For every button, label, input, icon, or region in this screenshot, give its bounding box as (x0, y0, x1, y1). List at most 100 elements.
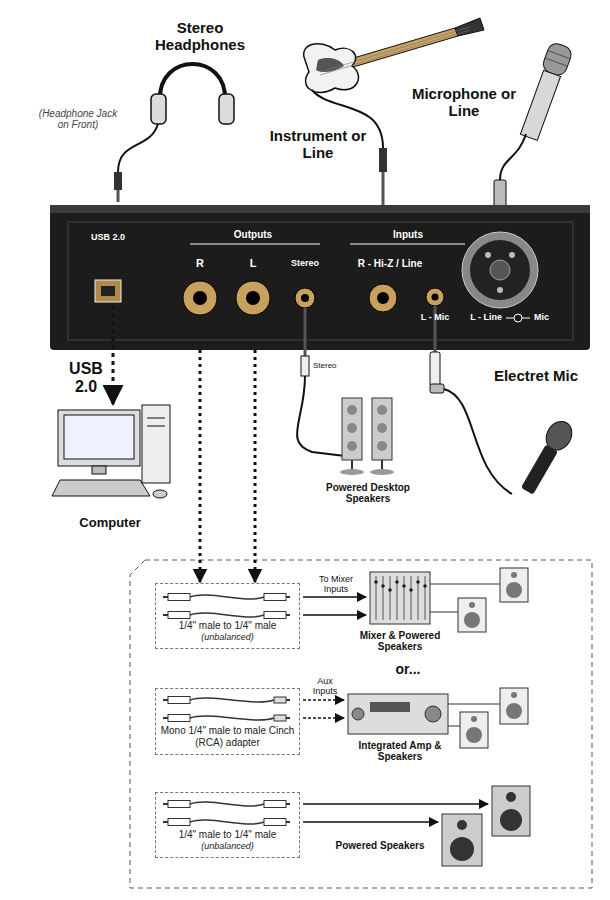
cable-drawing (274, 697, 286, 703)
rear-panel (497, 287, 503, 293)
cable-drawing (168, 715, 190, 722)
caption-label: (Headphone Jack on Front) (36, 108, 120, 130)
bass-guitar (379, 148, 387, 172)
rear-panel (426, 288, 444, 306)
cable-drawing (168, 697, 190, 704)
mixer (425, 576, 426, 620)
stereo-cable (297, 376, 345, 456)
electret-cable (430, 352, 440, 386)
caption-label: Mixer & Powered Speakers (340, 630, 460, 652)
adapter-box: Mono 1/4" male to male Cinch (RCA) adapt… (155, 688, 300, 755)
bass-guitar (304, 44, 359, 93)
caption-label: Microphone or Line (408, 86, 520, 119)
cable-drawing (286, 614, 290, 616)
cable-drawing (264, 612, 286, 619)
cable-caption: 1/4" male to 1/4" male (160, 829, 295, 841)
mixer (469, 602, 475, 608)
studio-monitors (506, 792, 516, 802)
mixer (395, 580, 399, 584)
stereo-cable (304, 308, 307, 356)
caption-label: Aux Inputs (304, 677, 346, 697)
rear-panel (462, 232, 538, 308)
computer (153, 490, 167, 498)
headphones (114, 172, 122, 190)
computer (52, 405, 170, 498)
rear-panel (246, 291, 260, 305)
studio-monitors (450, 837, 474, 861)
rear-panel (183, 281, 217, 315)
desktop-speakers (377, 423, 387, 433)
cable-drawing (190, 698, 274, 702)
cable-drawing (168, 819, 190, 826)
amp-arrows (303, 700, 344, 718)
cable-caption: (unbalanced) (160, 841, 295, 851)
powered-speaker-arrows (303, 803, 488, 805)
desktop-speakers (372, 398, 392, 460)
caption-label: Stereo (313, 362, 353, 371)
mixer (430, 584, 500, 585)
computer (64, 415, 134, 459)
caption-label: USB 2.0 (64, 360, 108, 395)
cable-drawing (190, 802, 264, 806)
mixer (409, 588, 413, 592)
headphones (219, 94, 234, 124)
usb-arrow (112, 305, 115, 404)
electret-cable (430, 306, 512, 494)
integrated-amp (448, 704, 500, 705)
cable-drawing (264, 801, 286, 808)
mixer (388, 588, 392, 592)
integrated-amp (348, 688, 528, 748)
caption-label: Electret Mic (488, 368, 584, 385)
jack-label: USB 2.0 (78, 233, 138, 243)
amp-arrows (303, 717, 344, 719)
computer (52, 480, 150, 496)
integrated-amp (448, 726, 460, 727)
cable-drawing (286, 821, 290, 823)
cable-drawing (168, 594, 190, 601)
desktop-speakers (347, 441, 357, 451)
rear-panel (50, 205, 590, 350)
headphones (160, 64, 225, 100)
mixer (381, 584, 385, 588)
caption-label: Stereo Headphones (130, 20, 270, 53)
bass-guitar (320, 30, 470, 75)
integrated-amp (471, 716, 477, 722)
integrated-amp (500, 688, 528, 724)
integrated-amp (511, 692, 517, 698)
jack-label: R - Hi-Z / Line (345, 258, 435, 269)
output-group-outline (130, 560, 592, 888)
cable-box: 1/4" male to 1/4" male(unbalanced) (155, 792, 300, 858)
caption-label: or... (383, 662, 433, 677)
rear-panel (490, 260, 510, 280)
rear-panel (50, 205, 590, 213)
caption-label: Powered Desktop Speakers (326, 482, 410, 504)
electret-mic (521, 444, 558, 494)
cable-drawing (190, 613, 264, 617)
desktop-speakers (381, 460, 383, 470)
desktop-speakers (342, 398, 362, 460)
desktop-speakers (351, 460, 353, 470)
headphones (118, 124, 158, 172)
mixer (370, 568, 528, 632)
xlr-cable (500, 134, 526, 180)
rear-panel (95, 280, 121, 302)
rear-panel (350, 244, 465, 245)
mixer (416, 580, 420, 584)
rear-panel (190, 244, 320, 245)
desktop-speakers (370, 469, 394, 475)
cable-drawing (190, 716, 274, 720)
integrated-amp (506, 703, 522, 719)
rear-panel (101, 286, 115, 296)
output-group-outline (130, 560, 592, 888)
mixer (458, 598, 486, 632)
computer (92, 466, 106, 474)
caption-label: Powered Speakers (325, 840, 435, 851)
usb-arrow (113, 305, 114, 404)
jack-label: R (190, 257, 210, 269)
cable-drawing (168, 612, 190, 619)
jack-label: Inputs (378, 229, 438, 240)
headphones (151, 94, 166, 124)
powered-speaker-arrows (303, 821, 438, 823)
jack-label: L - Mic (415, 313, 455, 323)
desktop-speakers (347, 405, 357, 415)
